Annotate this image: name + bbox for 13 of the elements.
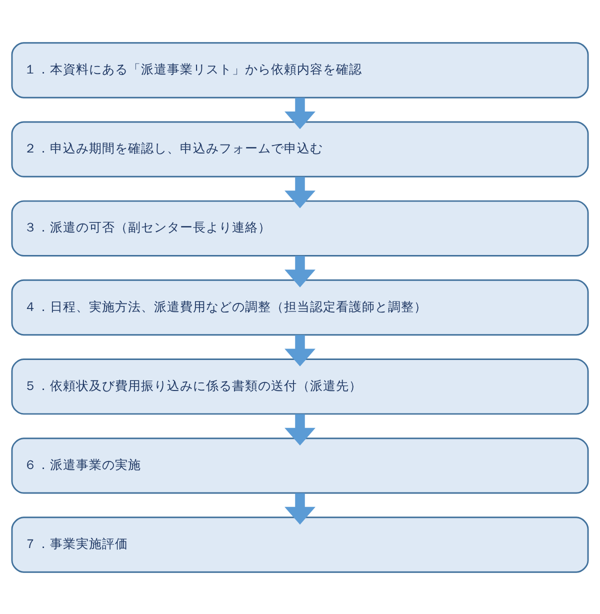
node-box: ４．日程、実施方法、派遣費用などの調整（担当認定看護師と調整） — [11, 278, 589, 336]
arrow — [284, 492, 316, 524]
arrow — [284, 176, 316, 208]
node-box: ２．申込み期間を確認し、申込みフォームで申込む — [11, 120, 589, 177]
arrow — [284, 97, 316, 129]
node-box: １．本資料にある「派遣事業リスト」から依頼内容を確認 — [11, 42, 589, 98]
node-box: ７．事業実施評価 — [11, 516, 589, 572]
node-box: ５．依頼状及び費用振り込みに係る書類の送付（派遣先） — [11, 358, 589, 414]
arrow — [284, 334, 316, 366]
arrow — [284, 414, 316, 446]
arrow — [284, 255, 316, 287]
node-box: ３．派遣の可否（副センター長より連絡） — [11, 200, 589, 256]
node-box: ６．派遣事業の実施 — [11, 437, 589, 494]
